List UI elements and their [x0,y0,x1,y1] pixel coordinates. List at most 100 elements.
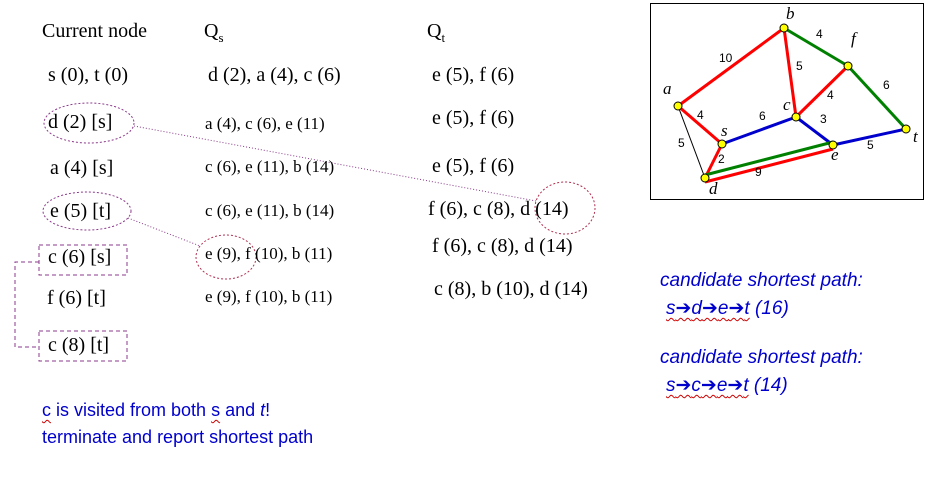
current-node-row-6: f (6) [t] [47,287,106,309]
graph-node-t [901,124,911,134]
graph-node-label-t: t [913,127,919,146]
graph-node-label-b: b [786,4,795,23]
path-node-e: e [717,298,729,319]
edge-weight-a-b: 10 [719,51,733,65]
note-end: ! [265,400,271,420]
edge-weight-s-c: 6 [759,109,766,123]
path-node-s: s [666,298,676,319]
path-node-e: e [716,375,728,396]
termination-note-line-1: c is visited from both s and t! [42,400,270,421]
highlight-ellipse-d14 [534,181,596,235]
highlight-ellipse-e5 [42,191,132,231]
edge-f-t [846,64,908,131]
graph-node-label-s: s [721,121,728,140]
edge-weight-e-t: 5 [867,138,874,152]
edge-a-s [677,104,723,146]
edge-weight-c-e: 3 [820,112,827,126]
candidate-2-title: candidate shortest path: [660,347,863,368]
edge-b-f [783,26,849,68]
graph-node-label-c: c [783,95,791,114]
path-arrow-icon: ➔ [675,298,692,319]
graph-node-label-f: f [851,29,858,48]
path-arrow-icon: ➔ [727,375,744,396]
edge-a-b [677,26,785,108]
qt-row-5: f (6), c (8), d (14) [432,235,573,257]
graph-node-d [700,173,710,183]
note-mid: is visited from both [51,400,212,420]
path-arrow-icon: ➔ [728,298,745,319]
path-node-s: s [666,375,676,396]
graph-node-label-e: e [831,145,839,164]
path-node-t: t [744,298,750,319]
termination-note-line-2: terminate and report shortest path [42,427,314,447]
qs-row-2: a (4), c (6), e (11) [205,114,325,133]
edge-weight-d-e: 9 [755,165,762,179]
path-node-c: c [691,375,701,396]
qt-row-4: f (6), c (8), d (14) [428,198,569,220]
edge-s-c [721,115,797,146]
qt-row-2: e (5), f (6) [432,107,515,129]
edge-b-c [782,27,798,118]
path-arrow-icon: ➔ [702,298,718,319]
qs-row-1: d (2), a (4), c (6) [208,64,341,86]
note-and: and [220,400,261,420]
current-node-row-3: a (4) [s] [50,157,114,179]
edge-c-e [795,115,834,147]
note-s: s [211,400,221,420]
path-node-d: d [691,298,702,319]
path-node-t: t [743,375,749,396]
graph-node-e [828,140,838,150]
current-node-row-4: e (5) [t] [50,200,112,222]
edge-weight-c-f: 4 [827,88,834,102]
connector-e5-to-e9 [127,217,201,247]
path-arrow-icon: ➔ [700,375,717,396]
candidate-1-cost: (16) [754,298,789,319]
edge-weight-f-t: 6 [883,78,890,92]
current-node-row-5: c (6) [s] [48,246,112,268]
dashed-box-c6 [38,244,128,276]
edge-d-e-red [704,147,834,184]
current-node-row-1: s (0), t (0) [48,64,128,86]
edge-a-d [677,105,706,179]
edge-d-e [704,140,834,177]
candidate-1-route: s➔d➔e➔t [666,298,750,319]
candidate-2-route: s➔c➔e➔t [666,375,749,396]
note-t: t [260,400,266,420]
dashed-box-c8 [38,330,128,362]
edge-weight-b-c: 5 [796,59,803,73]
qs-row-6: e (9), f (10), b (11) [205,287,333,306]
qs-row-3: c (6), e (11), b (14) [205,157,335,176]
edge-e-t [832,127,907,147]
graph-node-s [717,139,727,149]
qs-row-4: c (6), e (11), b (14) [205,201,335,220]
highlight-ellipse-d2 [43,102,135,144]
qt-row-1: e (5), f (6) [432,64,515,86]
graph-node-b [779,23,789,33]
candidate-1-title: candidate shortest path: [660,270,863,291]
edge-weight-s-d: 2 [718,152,725,166]
current-node-row-7: c (8) [t] [48,334,110,356]
graph-node-label-d: d [709,179,718,198]
edge-weight-b-f: 4 [816,27,823,41]
connector-d2-to-d14 [133,125,537,202]
qt-row-3: e (5), f (6) [432,155,515,177]
edge-s-d [703,143,724,179]
qt-row-6: c (8), b (10), d (14) [434,278,588,300]
graph-node-c [791,112,801,122]
header-qt: Qt [427,20,446,45]
edge-c-f [794,64,850,119]
qs-row-5: e (9), f (10), b (11) [205,244,333,263]
bracket-connector [14,261,39,348]
edge-weight-a-d: 5 [678,136,685,150]
edge-weight-a-s: 4 [697,108,704,122]
candidate-2-cost: (14) [753,375,788,396]
candidate-1-path: s➔d➔e➔t (16) [666,297,789,320]
header-qs: Qs [204,20,224,45]
graph-node-a [673,101,683,111]
note-c: c [42,400,51,420]
path-arrow-icon: ➔ [675,375,692,396]
header-current-node: Current node [42,20,147,42]
